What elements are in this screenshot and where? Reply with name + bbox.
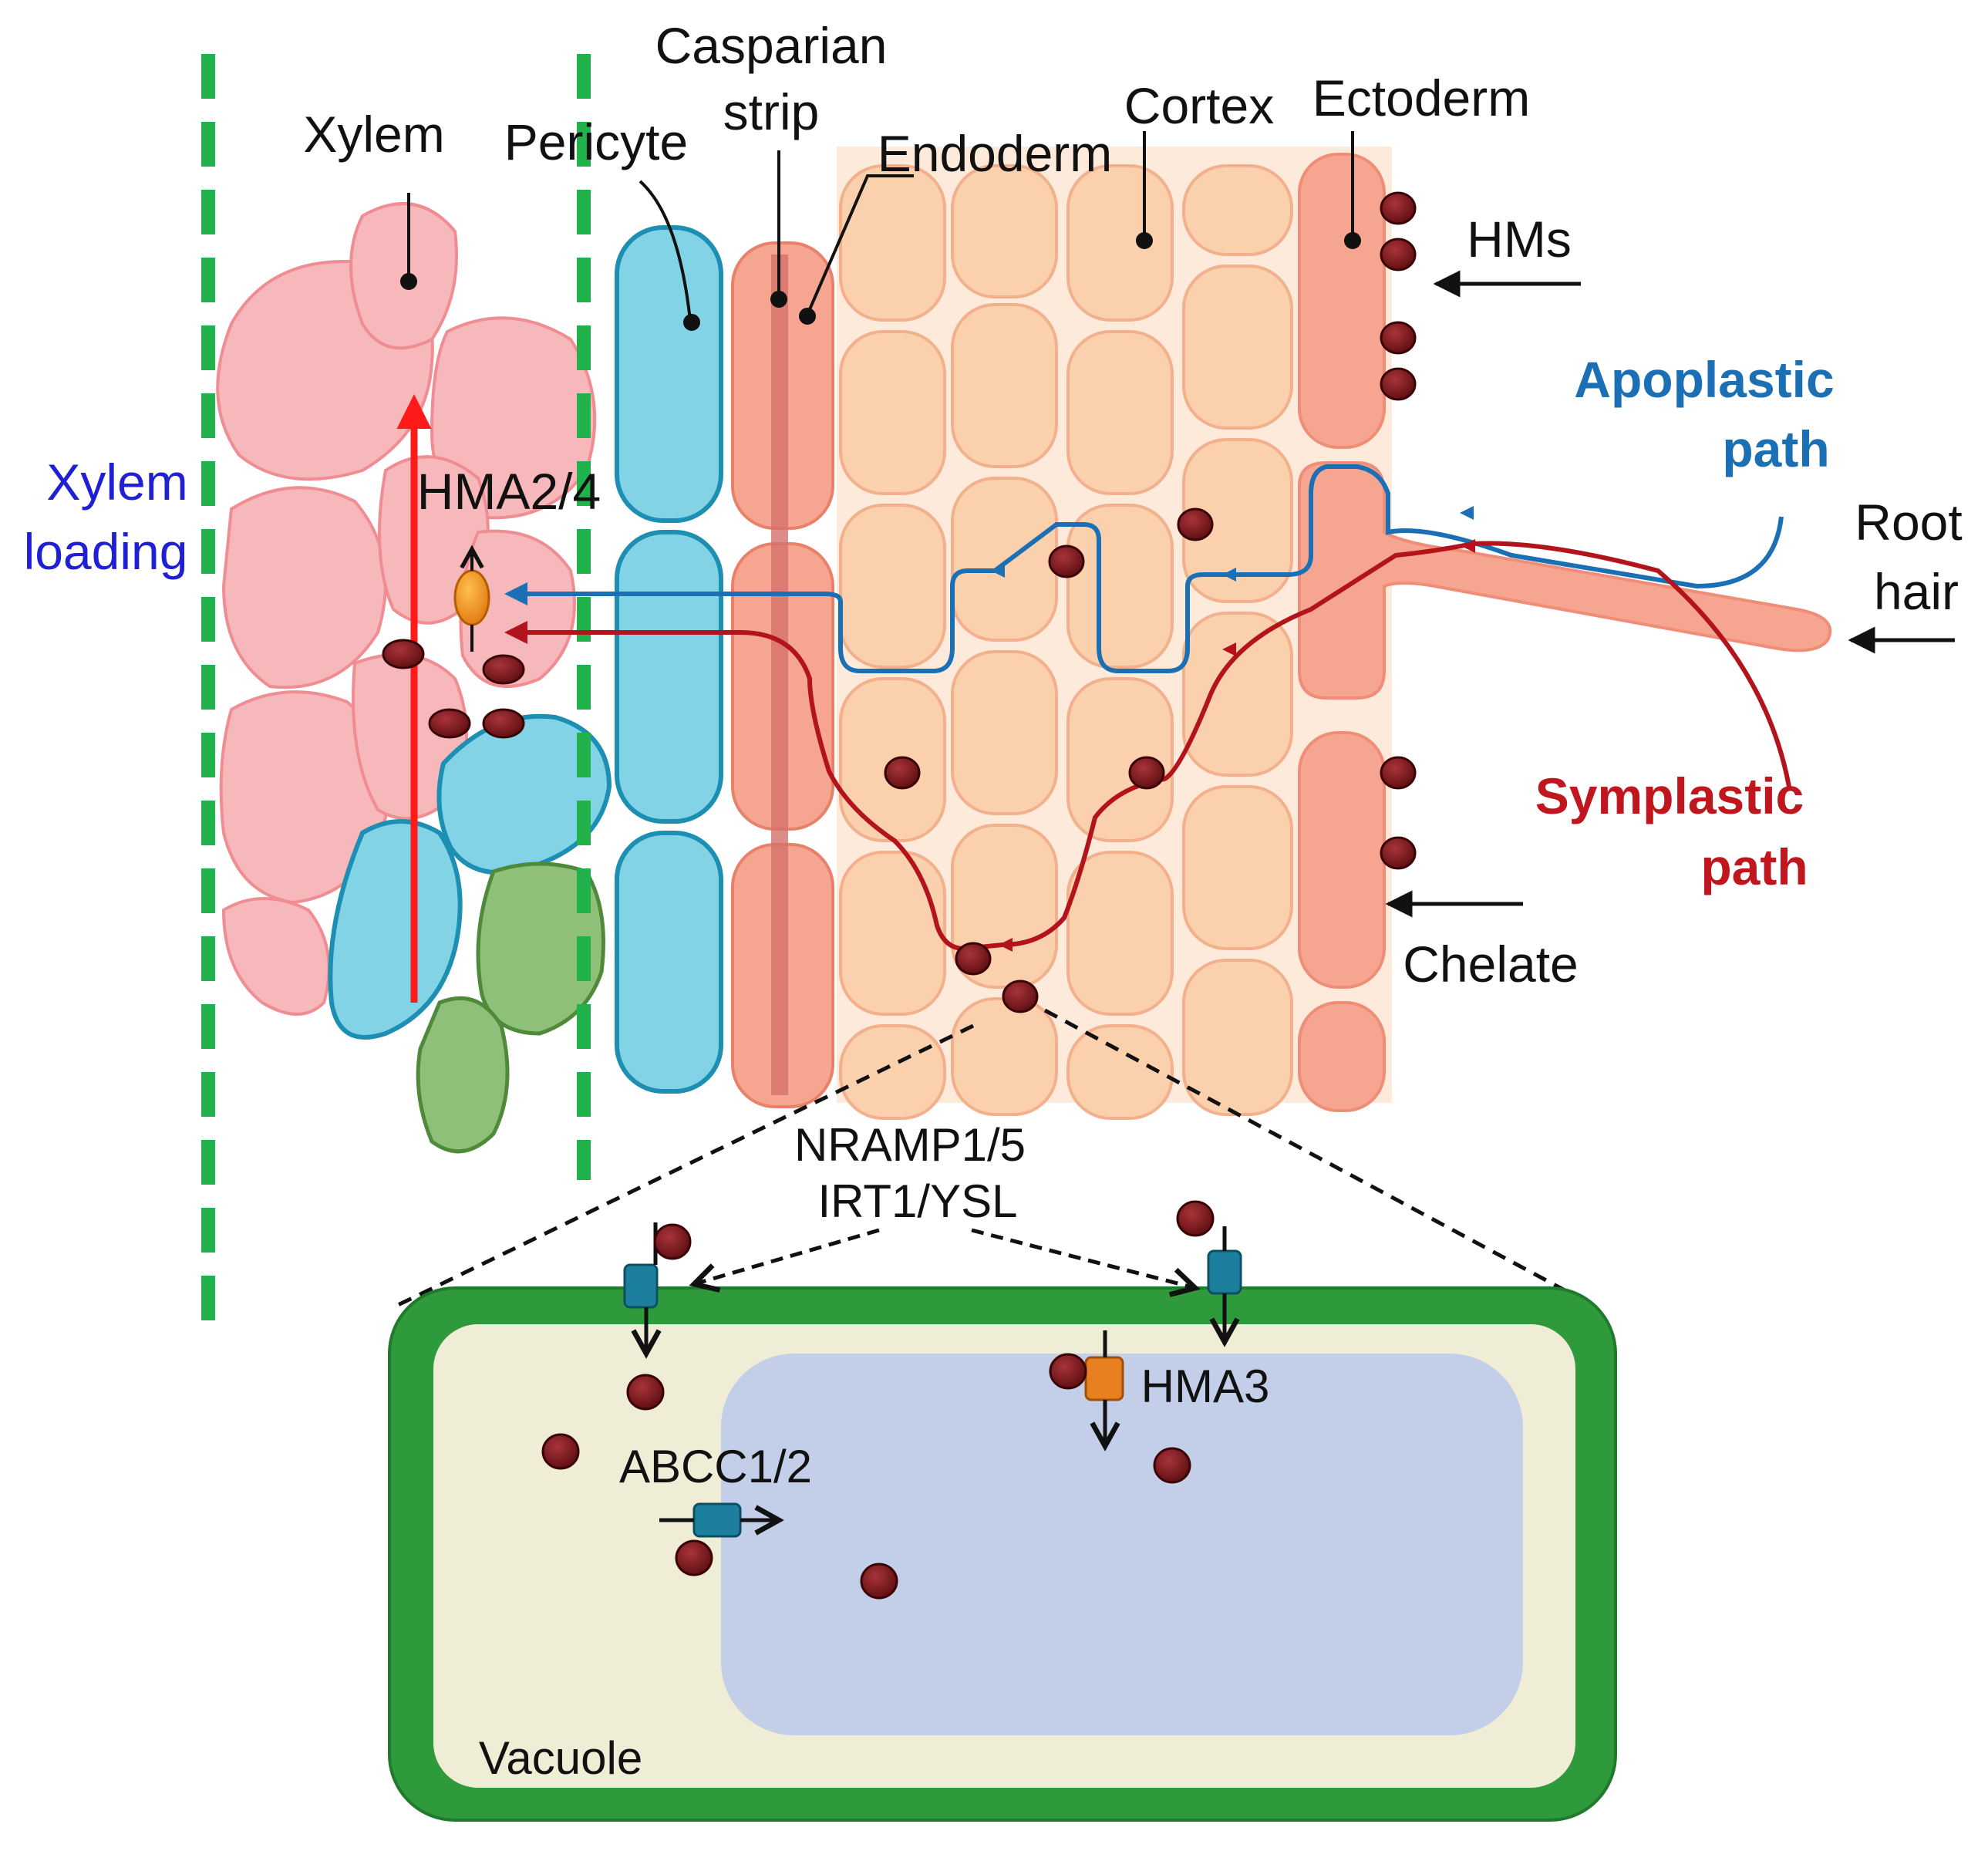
zoom-callout-lines [392, 1008, 1598, 1310]
cortex-label: Cortex [1124, 77, 1274, 134]
hms-label: HMs [1467, 211, 1572, 268]
hma24-label: HMA2/4 [417, 463, 601, 520]
abcc-label: ABCC1/2 [619, 1441, 812, 1492]
casparian-strip-label-1: Casparian [655, 17, 888, 74]
pericyte-layer [615, 225, 723, 1094]
nramp-label-1: NRAMP1/5 [794, 1119, 1026, 1171]
root-hair-label-2: hair [1874, 563, 1959, 620]
xylem-loading-label-1: Xylem [46, 453, 187, 511]
apoplastic-path-label-1: Apoplastic [1574, 351, 1834, 408]
root-hair-label-1: Root [1855, 494, 1962, 551]
external-inflow-arrows [1385, 270, 1955, 918]
nramp-pointer-arrows [694, 1228, 1195, 1288]
heavy-metal-particles-root [382, 191, 1417, 1013]
symplastic-path [504, 541, 1791, 952]
transport-arrows-cell [646, 1222, 1225, 1520]
pericycle-lower-cells [328, 713, 612, 1040]
vacuole-label: Vacuole [479, 1732, 642, 1784]
ectoderm-layer [1298, 153, 1832, 1112]
symplastic-path-label-2: path [1700, 838, 1808, 895]
apoplastic-path [504, 464, 1784, 673]
casparian-strip-label-2: strip [723, 83, 820, 140]
casparian-strip [771, 255, 788, 1095]
ectoderm-label: Ectoderm [1312, 69, 1530, 126]
xylem-loading-label-2: loading [24, 523, 188, 580]
phloem-cells [416, 861, 605, 1154]
hma24-transporter [453, 549, 490, 652]
stele-boundaries [201, 54, 591, 1334]
heavy-metal-particles-cell [541, 1200, 1215, 1600]
apoplastic-path-label-2: path [1722, 420, 1829, 477]
zoomed-root-cell [388, 1286, 1617, 1822]
xylem-cells [216, 202, 597, 1016]
xylem-label: Xylem [303, 106, 444, 163]
endoderm-label: Endoderm [878, 125, 1113, 182]
hma3-label: HMA3 [1141, 1360, 1270, 1412]
symplastic-direction-marks [999, 539, 1475, 952]
nramp-label-2: IRT1/YSL [817, 1175, 1017, 1227]
pericyte-label: Pericyte [504, 113, 688, 170]
vacuole [721, 1354, 1523, 1735]
membrane-transporters [623, 1249, 1242, 1538]
symplastic-path-label-1: Symplastic [1535, 767, 1804, 824]
chelate-label: Chelate [1403, 936, 1579, 993]
endoderm-layer [731, 241, 834, 1108]
apoplastic-direction-marks [991, 506, 1474, 582]
label-leader-lines [400, 131, 1361, 331]
